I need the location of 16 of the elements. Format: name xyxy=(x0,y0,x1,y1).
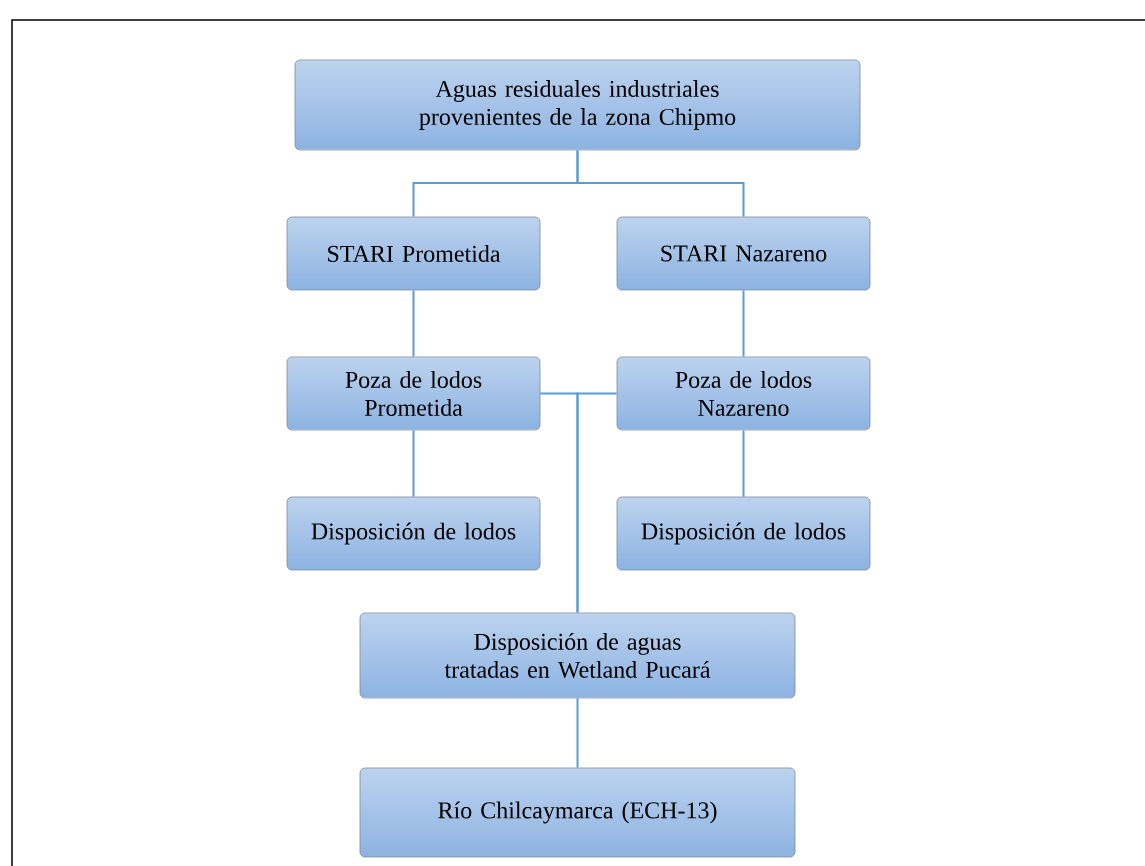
process-box: Poza de lodos Prometida xyxy=(286,356,541,431)
connector-line xyxy=(576,392,618,614)
connector-line xyxy=(576,149,745,218)
process-box: Río Chilcaymarca (ECH-13) xyxy=(359,767,796,858)
connector-line xyxy=(576,697,579,769)
process-box: STARI Nazareno xyxy=(616,216,871,291)
process-box: Disposición de lodos xyxy=(286,496,541,571)
process-box: Disposición de aguas tratadas en Wetland Pucará xyxy=(359,612,796,699)
process-box: STARI Prometida xyxy=(286,216,541,291)
process-box: Poza de lodos Nazareno xyxy=(616,356,871,431)
connector-line xyxy=(742,289,745,358)
process-box: Disposición de lodos xyxy=(616,496,871,571)
connector-line xyxy=(412,429,415,498)
process-box: Aguas residuales industriales provenientes de la zona Chipmo xyxy=(294,59,861,151)
connector-line xyxy=(742,429,745,498)
connector-line xyxy=(412,289,415,358)
